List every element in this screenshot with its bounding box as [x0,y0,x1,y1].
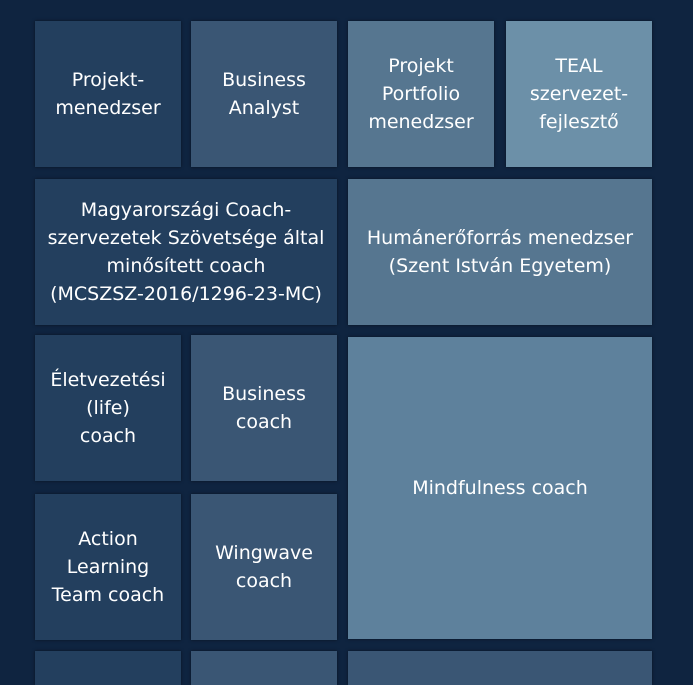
tile-partial-middle [191,651,337,685]
tile-label: Wingwave coach [215,542,313,592]
tile-human-resources: Humánerőforrás menedzser (Szent István E… [348,179,652,325]
tile-label: Életvezetési (life) coach [50,369,166,447]
tile-label: TEAL szervezet- fejlesztő [529,55,629,133]
tile-label: Action Learning Team coach [51,528,165,606]
tile-projekt-portfolio: Projekt Portfolio menedzser [348,21,494,167]
tile-projekt-menedzser: Projekt- menedzser [35,21,181,167]
tile-partial-right [348,651,652,685]
tile-mindfulness-coach: Mindfulness coach [348,337,652,639]
tile-teal: TEAL szervezet- fejlesztő [506,21,652,167]
tile-label: Mindfulness coach [412,477,588,499]
tile-label: Projekt- menedzser [55,69,161,119]
tile-label: Projekt Portfolio menedzser [368,55,474,133]
tile-label: Business Analyst [222,69,306,119]
tile-label: Business coach [222,383,306,433]
tile-action-learning: Action Learning Team coach [35,494,181,640]
tile-label: Magyarországi Coach- szervezetek Szövets… [47,199,325,305]
tile-wingwave-coach: Wingwave coach [191,494,337,640]
tile-life-coach: Életvezetési (life) coach [35,335,181,481]
tile-label: Humánerőforrás menedzser (Szent István E… [366,227,634,277]
tile-business-analyst: Business Analyst [191,21,337,167]
tile-business-coach: Business coach [191,335,337,481]
tile-partial-left [35,651,181,685]
tile-mcszsz-coach: Magyarországi Coach- szervezetek Szövets… [35,179,337,325]
